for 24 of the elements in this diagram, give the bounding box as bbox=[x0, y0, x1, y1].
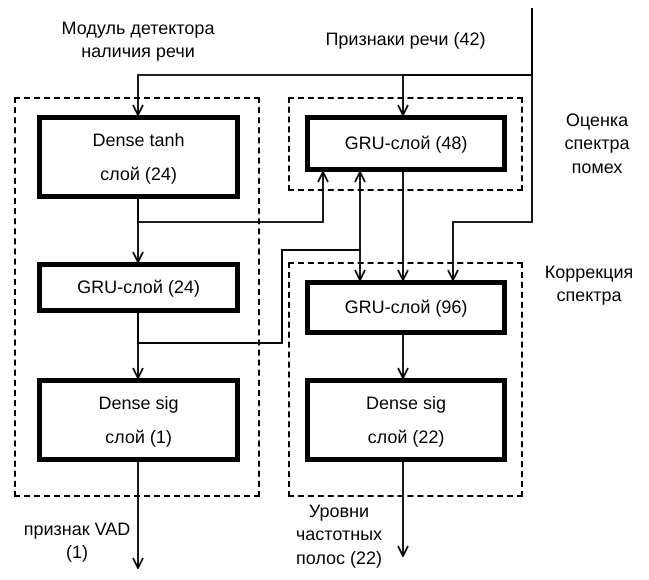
output-label: Уровни частотных полос (22) bbox=[280, 500, 398, 570]
arrow bbox=[137, 249, 366, 344]
arrow bbox=[137, 171, 329, 223]
layer-box bbox=[305, 280, 507, 335]
output-label: признак VAD (1) bbox=[22, 518, 132, 565]
layer-box bbox=[305, 378, 507, 462]
layer-name: GRU-слой (24) bbox=[77, 276, 200, 299]
layer-name: GRU-слой (48) bbox=[344, 132, 468, 155]
layer-name: GRU-слой (96) bbox=[344, 296, 468, 319]
group-heading: Модуль детектора наличия речи bbox=[60, 17, 216, 64]
layer-name: Dense tanh слой (24) bbox=[91, 128, 186, 186]
layer-box bbox=[37, 262, 240, 313]
arrow bbox=[447, 8, 533, 281]
group-heading: Оценка спектра помех bbox=[563, 109, 631, 179]
layer-box bbox=[305, 115, 507, 172]
layer-name: Dense sig слой (1) bbox=[97, 392, 180, 449]
arrow bbox=[397, 172, 409, 281]
layer-box bbox=[37, 115, 240, 199]
layer-box bbox=[37, 378, 240, 462]
arrow bbox=[397, 462, 409, 557]
layer-name: Dense sig слой (22) bbox=[364, 392, 448, 449]
arrow bbox=[132, 462, 144, 569]
arrow bbox=[397, 335, 409, 379]
group-heading: Коррекция спектра bbox=[544, 261, 634, 308]
